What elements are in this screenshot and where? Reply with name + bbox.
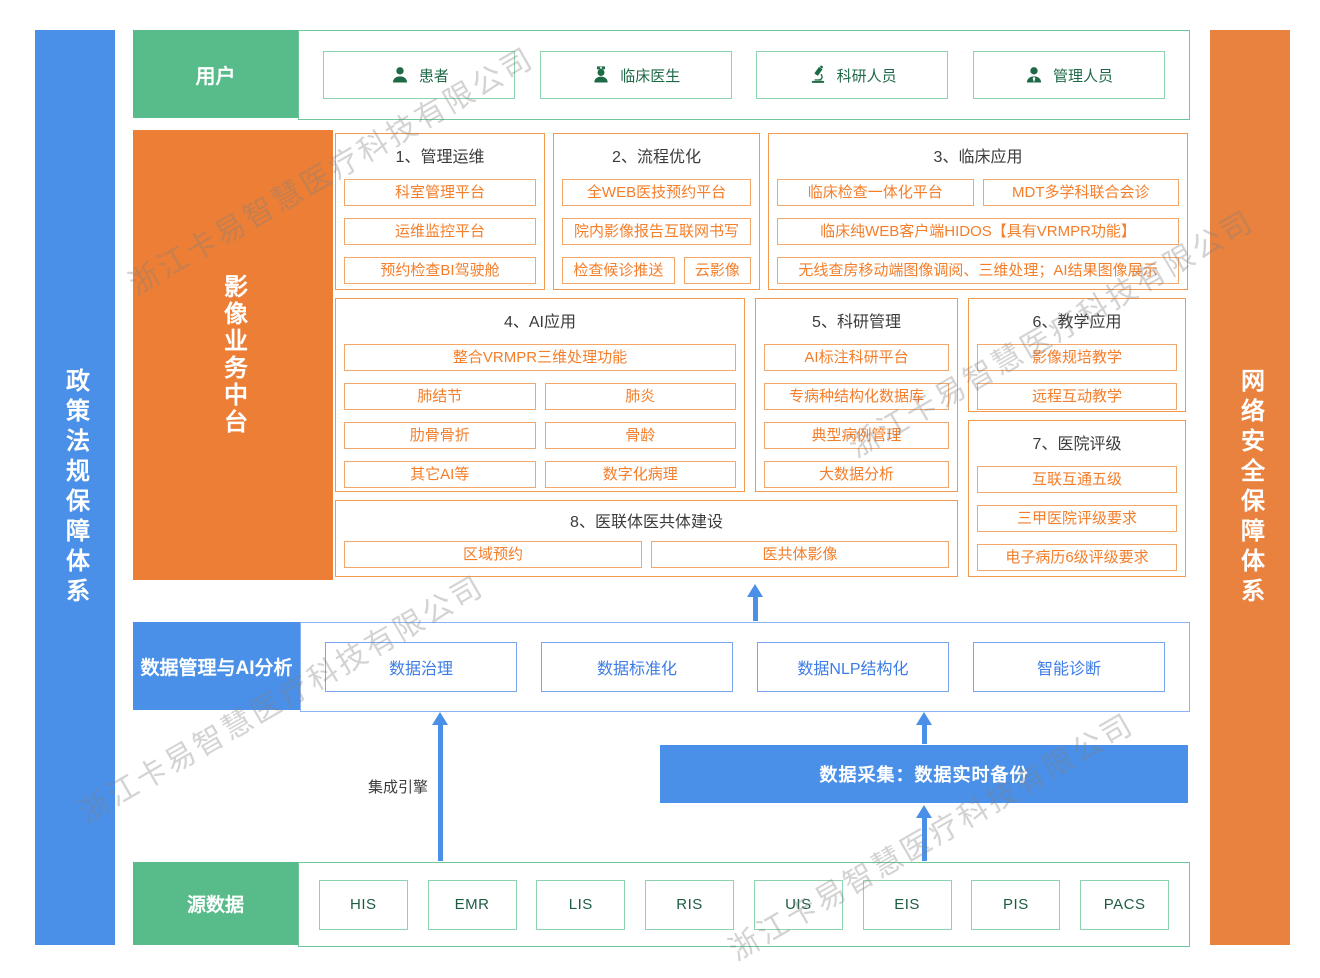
source-box: EMR	[427, 879, 517, 930]
section-title: 3、临床应用	[933, 149, 1023, 166]
feature-box: 肺结节	[344, 383, 536, 410]
source-container: HIS EMR LIS RIS UIS EIS PIS PACS	[298, 862, 1190, 947]
data-mgmt-box: 数据治理	[325, 642, 517, 692]
section-management-ops: 1、管理运维 科室管理平台 运维监控平台 预约检查BI驾驶舱	[335, 133, 545, 290]
microscope-icon	[808, 65, 828, 85]
feature-box: 电子病历6级评级要求	[977, 544, 1177, 571]
feature-box: 典型病例管理	[764, 422, 949, 449]
feature-box: 大数据分析	[764, 461, 949, 488]
feature-box: 肺炎	[544, 383, 736, 410]
users-container: 患者 临床医生 科研人员 管理人员	[298, 30, 1190, 120]
network-security-label: 网络安全保障体系	[1236, 367, 1264, 608]
feature-box: 肋骨骨折	[344, 422, 536, 449]
user-box-patient: 患者	[323, 51, 516, 99]
feature-box: 临床纯WEB客户端HIDOS【具有VRMPR功能】	[777, 218, 1179, 245]
arrow-shaft	[437, 725, 443, 861]
section-consortium-construction: 8、医联体医共体建设 区域预约 医共体影像	[335, 500, 958, 577]
arrow-head	[916, 805, 932, 818]
policy-regulation-bar: 政策法规保障体系	[35, 30, 115, 945]
flow-arrow-up	[916, 712, 932, 744]
source-row-label: 源数据	[133, 862, 298, 945]
network-security-bar: 网络安全保障体系	[1210, 30, 1290, 945]
arrow-shaft	[752, 597, 758, 621]
arrow-head	[747, 584, 763, 597]
user-box-label: 科研人员	[836, 67, 897, 85]
feature-box: 其它AI等	[344, 461, 536, 488]
feature-box: 骨龄	[544, 422, 736, 449]
feature-box: MDT多学科联合会诊	[982, 179, 1179, 206]
source-box: UIS	[753, 879, 843, 930]
user-box-label: 患者	[418, 67, 449, 85]
flow-arrow-up	[916, 805, 932, 861]
feature-box: 检查候诊推送	[562, 257, 675, 284]
user-box-researcher: 科研人员	[756, 51, 949, 99]
section-title: 2、流程优化	[612, 149, 701, 166]
user-box-label: 管理人员	[1053, 67, 1114, 85]
integration-engine-label: 集成引擎	[367, 779, 428, 796]
feature-box: 运维监控平台	[344, 218, 536, 245]
policy-regulation-label: 政策法规保障体系	[61, 367, 89, 608]
section-title: 7、医院评级	[1032, 436, 1122, 453]
feature-box: 云影像	[683, 257, 751, 284]
user-box-manager: 管理人员	[972, 51, 1165, 99]
feature-box: 影像规培教学	[977, 344, 1177, 371]
section-title: 5、科研管理	[812, 314, 901, 331]
integration-engine-arrow	[432, 712, 448, 861]
section-title: 8、医联体医共体建设	[570, 514, 723, 531]
feature-box: 医共体影像	[651, 541, 949, 568]
user-box-doctor: 临床医生	[539, 51, 732, 99]
section-hospital-rating: 7、医院评级 互联互通五级 三甲医院评级要求 电子病历6级评级要求	[968, 420, 1186, 577]
section-title: 1、管理运维	[395, 149, 485, 166]
source-box: PACS	[1080, 879, 1170, 930]
feature-box: 专病种结构化数据库	[764, 383, 949, 410]
data-mgmt-row-label: 数据管理与AI分析	[133, 622, 300, 710]
feature-box: 数字化病理	[544, 461, 736, 488]
arrow-head	[432, 712, 448, 725]
source-box: RIS	[645, 879, 735, 930]
user-box-label: 临床医生	[620, 67, 681, 85]
flow-arrow-up	[747, 584, 763, 621]
imaging-platform-bar: 影像业务中台	[133, 130, 333, 580]
feature-box: 全WEB医技预约平台	[562, 179, 751, 206]
feature-box: 临床检查一体化平台	[777, 179, 974, 206]
data-collection-bar: 数据采集：数据实时备份	[660, 745, 1188, 803]
imaging-platform-label: 影像业务中台	[219, 274, 247, 436]
patient-icon	[390, 65, 410, 85]
feature-box: 科室管理平台	[344, 179, 536, 206]
feature-box: 远程互动教学	[977, 383, 1177, 410]
section-ai-application: 4、AI应用 整合VRMPR三维处理功能 肺结节 肺炎 肋骨骨折 骨龄 其它AI…	[335, 298, 745, 492]
feature-box: 互联互通五级	[977, 466, 1177, 493]
source-box: LIS	[536, 879, 626, 930]
source-box: HIS	[318, 879, 408, 930]
source-box: EIS	[862, 879, 952, 930]
source-box: PIS	[971, 879, 1061, 930]
feature-box: 三甲医院评级要求	[977, 505, 1177, 532]
data-mgmt-box: 智能诊断	[973, 642, 1165, 692]
data-mgmt-box: 数据标准化	[541, 642, 733, 692]
feature-box: 整合VRMPR三维处理功能	[344, 344, 736, 371]
data-mgmt-container: 数据治理 数据标准化 数据NLP结构化 智能诊断	[300, 622, 1190, 712]
section-clinical-application: 3、临床应用 临床检查一体化平台 MDT多学科联合会诊 临床纯WEB客户端HID…	[768, 133, 1188, 290]
section-research-management: 5、科研管理 AI标注科研平台 专病种结构化数据库 典型病例管理 大数据分析	[755, 298, 958, 492]
doctor-icon	[591, 65, 611, 85]
feature-box: 无线查房移动端图像调阅、三维处理；AI结果图像展示	[777, 257, 1179, 284]
data-mgmt-box: 数据NLP结构化	[757, 642, 949, 692]
section-title: 6、教学应用	[1032, 314, 1122, 331]
section-title: 4、AI应用	[503, 314, 577, 331]
users-row-label: 用户	[133, 30, 298, 118]
arrow-head	[916, 712, 932, 725]
section-process-optimization: 2、流程优化 全WEB医技预约平台 院内影像报告互联网书写 检查候诊推送 云影像	[553, 133, 760, 290]
arrow-shaft	[921, 818, 927, 861]
section-teaching-application: 6、教学应用 影像规培教学 远程互动教学	[968, 298, 1186, 412]
imaging-platform-content: 1、管理运维 科室管理平台 运维监控平台 预约检查BI驾驶舱 2、流程优化 全W…	[333, 130, 1188, 580]
feature-box: 预约检查BI驾驶舱	[344, 257, 536, 284]
manager-icon	[1024, 65, 1044, 85]
feature-box: 区域预约	[344, 541, 642, 568]
arrow-shaft	[921, 725, 927, 744]
feature-box: AI标注科研平台	[764, 344, 949, 371]
feature-box: 院内影像报告互联网书写	[562, 218, 751, 245]
